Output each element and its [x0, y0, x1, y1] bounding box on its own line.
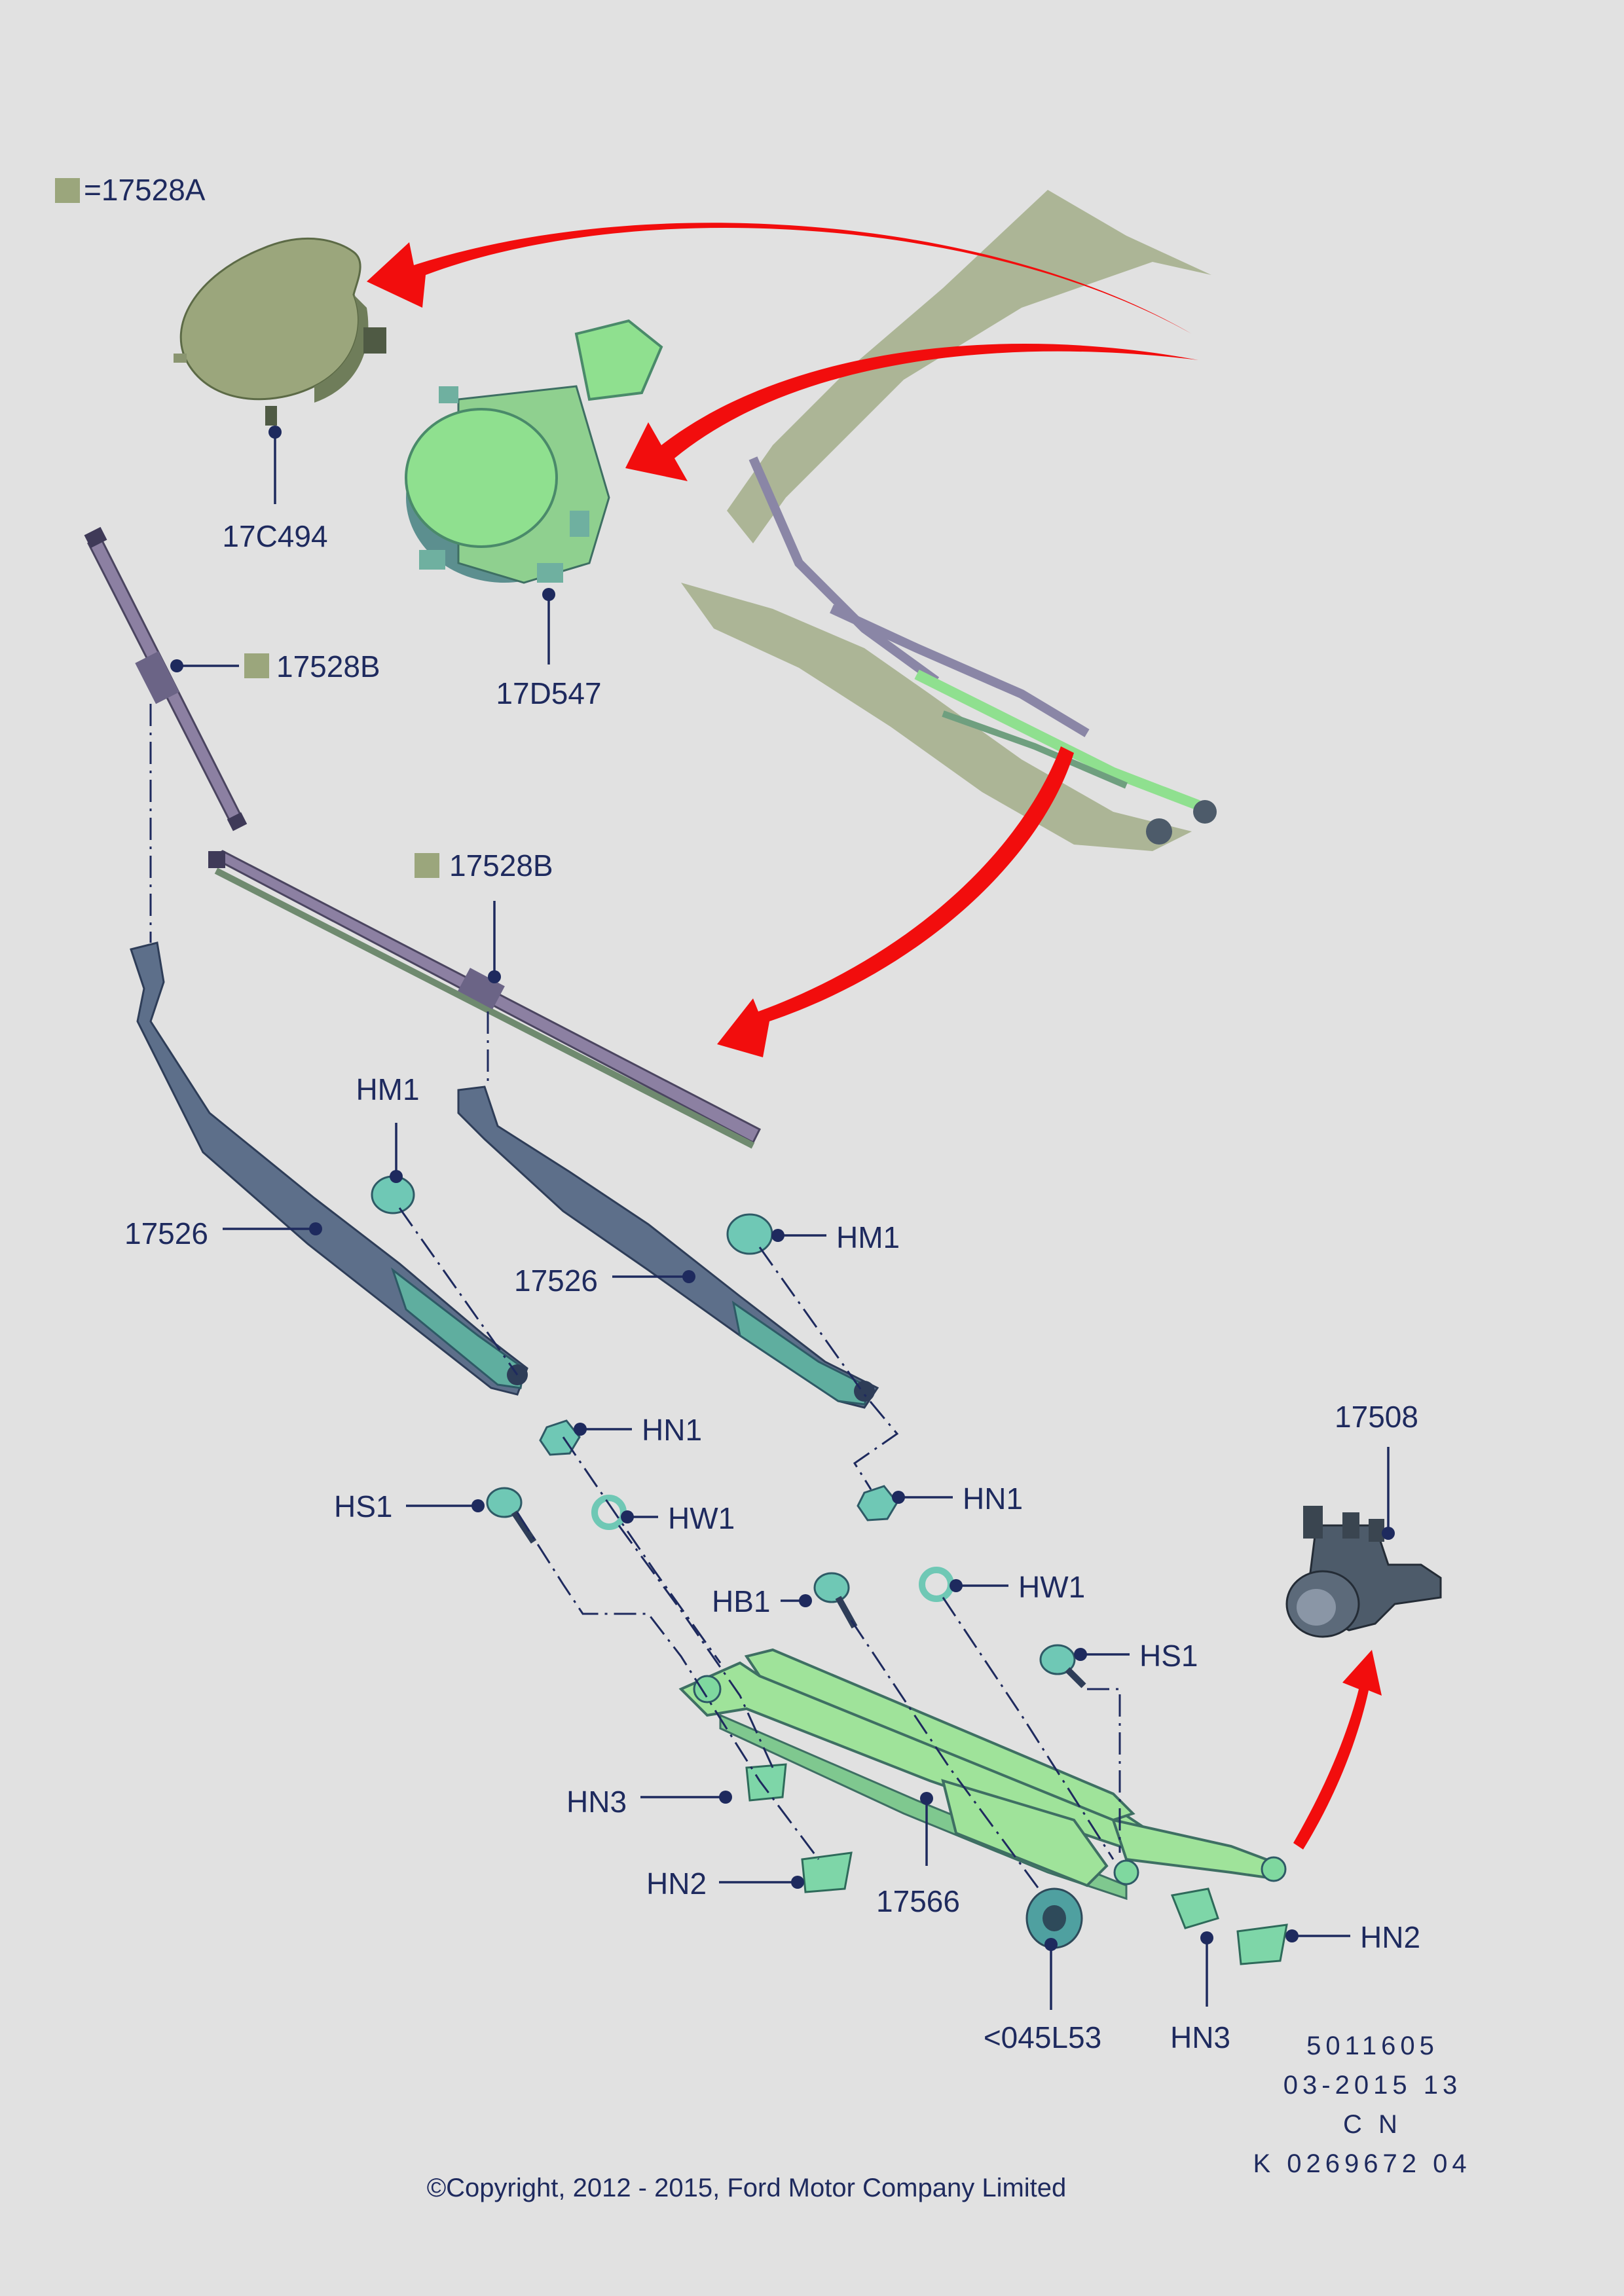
clip-hn2-left-part: [801, 1851, 853, 1893]
callout-045l53: <045L53: [984, 1938, 1101, 2054]
callout-hn3-left: HN3: [566, 1785, 732, 1819]
callout-hb1: HB1: [712, 1584, 812, 1618]
label-hw1-right: HW1: [1018, 1570, 1085, 1604]
callout-hn3-right: HN3: [1170, 1931, 1230, 2054]
nut-hn1-right-part: [857, 1485, 898, 1522]
label-17526-right: 17526: [514, 1264, 598, 1298]
callout-arrows: [367, 223, 1382, 1850]
callout-17c494: 17C494: [222, 426, 328, 553]
callout-hw1-right: HW1: [950, 1570, 1085, 1604]
label-17508: 17508: [1335, 1400, 1418, 1434]
bolt-hb1-part: [813, 1572, 858, 1629]
arrow-to-motor: [1293, 1650, 1382, 1850]
callout-17566: 17566: [876, 1792, 960, 1918]
label-hs1-left: HS1: [334, 1489, 392, 1523]
callout-17d547: 17D547: [496, 588, 602, 710]
hardware-illustrations: [371, 1175, 1288, 1965]
label-hn1-left: HN1: [642, 1413, 702, 1447]
wiper-blade-left-illustration: [84, 526, 248, 831]
label-17528b-right: 17528B: [449, 848, 553, 883]
wiper-motor-illustration: [1285, 1506, 1442, 1638]
wiper-linkage-illustration: [678, 1648, 1287, 1901]
assembly-lines: [149, 704, 1121, 1893]
copyright-notice: ©Copyright, 2012 - 2015, Ford Motor Comp…: [427, 2174, 1067, 2202]
callout-17528b-right: 17528B: [415, 848, 553, 983]
screw-hs1-right-part: [1039, 1644, 1086, 1688]
vehicle-overview-illustration: [681, 190, 1217, 851]
callout-hs1-left: HS1: [334, 1489, 485, 1523]
callout-hn1-left: HN1: [574, 1413, 702, 1447]
label-17566: 17566: [876, 1884, 960, 1918]
callout-17528b-left: 17528B: [170, 649, 380, 683]
washer-hw1-right-part: [919, 1567, 954, 1602]
callout-17526-left: 17526: [124, 1216, 322, 1250]
label-17528b-left: 17528B: [276, 649, 380, 683]
label-hn1-right: HN1: [963, 1482, 1023, 1516]
label-hm1-right: HM1: [836, 1220, 900, 1254]
label-hw1-left: HW1: [668, 1501, 735, 1535]
clip-hn3-left-part: [745, 1763, 787, 1802]
wiper-arm-right-illustration: [457, 1085, 879, 1409]
callout-hm1-right: HM1: [771, 1220, 900, 1254]
label-hn3-left: HN3: [566, 1785, 627, 1819]
callout-17526-right: 17526: [514, 1264, 695, 1298]
screw-hs1-left-part: [486, 1487, 537, 1544]
label-hn3-right: HN3: [1170, 2020, 1230, 2054]
label-hm1-left: HM1: [356, 1072, 419, 1106]
meta-line-2: 03-2015 13: [1283, 2071, 1462, 2100]
wiper-blade-right-illustration: [208, 850, 762, 1149]
meta-line-4: K 0269672 04: [1253, 2149, 1471, 2178]
callout-hn1-right: HN1: [892, 1482, 1023, 1516]
meta-line-3: C N: [1343, 2110, 1402, 2139]
callout-hn2-left: HN2: [646, 1867, 804, 1901]
document-meta: 5011605 03-2015 13 C N K 0269672 04: [1253, 2032, 1471, 2178]
label-045l53: <045L53: [984, 2020, 1101, 2054]
legend: =17528A: [55, 173, 206, 207]
legend-swatch: [55, 178, 80, 203]
label-17c494: 17C494: [222, 519, 327, 553]
legend-text: =17528A: [84, 173, 206, 207]
label-hn2-right: HN2: [1360, 1920, 1420, 1954]
callout-hs1-right: HS1: [1074, 1639, 1198, 1673]
arrow-to-blade: [717, 746, 1074, 1057]
rain-sensor-illustration: [405, 319, 663, 584]
label-17d547: 17D547: [496, 676, 601, 710]
callout-hn2-right: HN2: [1285, 1920, 1420, 1954]
washer-hw1-left-part: [591, 1495, 627, 1530]
cap-hm1-right-part: [726, 1213, 773, 1255]
wiper-arm-left-illustration: [130, 941, 528, 1396]
rain-sensor-cover-illustration: [174, 237, 386, 426]
label-17526-left: 17526: [124, 1216, 208, 1250]
label-hn2-left: HN2: [646, 1867, 707, 1901]
label-hs1-right: HS1: [1139, 1639, 1198, 1673]
nut-hn1-left-part: [539, 1419, 581, 1456]
clip-hn2-right-part: [1236, 1923, 1288, 1965]
callout-hw1-left: HW1: [621, 1501, 735, 1535]
callout-17508: 17508: [1335, 1400, 1418, 1540]
arrow-to-rain-sensor: [625, 344, 1198, 481]
callout-hm1-left: HM1: [356, 1072, 420, 1183]
meta-line-1: 5011605: [1306, 2032, 1439, 2060]
label-hb1: HB1: [712, 1584, 770, 1618]
clip-hn3-right-part: [1170, 1887, 1219, 1929]
